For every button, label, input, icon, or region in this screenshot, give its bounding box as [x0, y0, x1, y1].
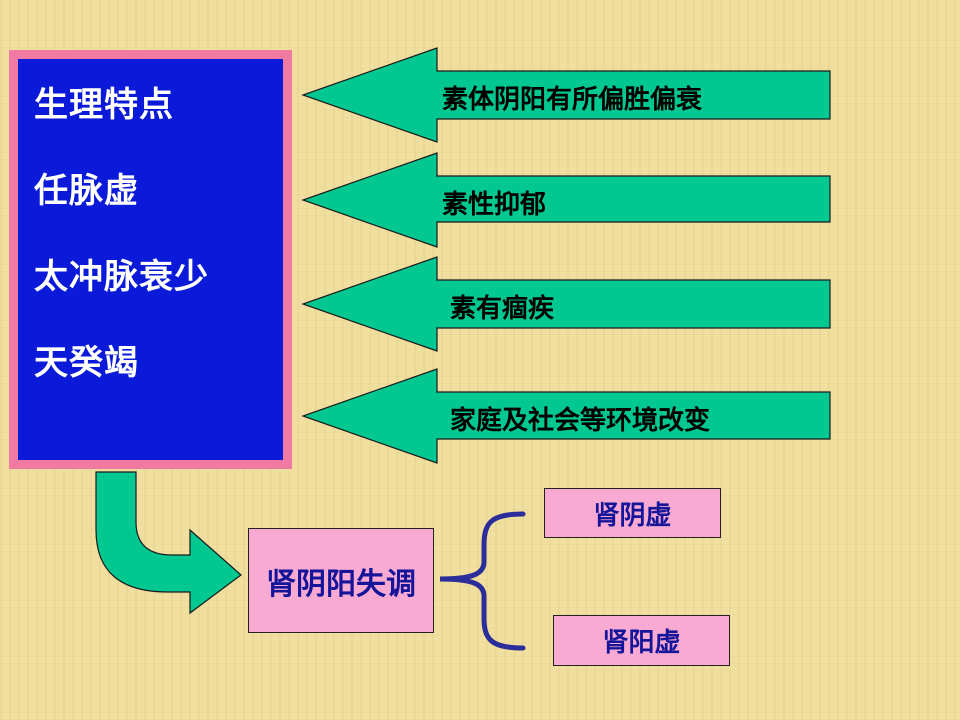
- kidney-yang-deficiency-box: 肾阳虚: [553, 615, 730, 666]
- arrow-3: [301, 256, 831, 352]
- arrow-2: [301, 152, 831, 248]
- curved-arrow: [95, 471, 242, 615]
- arrow-1-label: 素体阴阳有所偏胜偏衰: [442, 85, 703, 115]
- kidney-yin-deficiency-box: 肾阴虚: [544, 488, 721, 538]
- brace: [439, 511, 526, 651]
- physiology-line-1: 任脉虚: [34, 171, 139, 211]
- arrow-3-label: 素有痼疾: [450, 294, 555, 324]
- arrow-2-label: 素性抑郁: [442, 190, 547, 220]
- physiology-line-2: 太冲脉衰少: [34, 257, 209, 297]
- arrow-4: [301, 368, 831, 464]
- arrow-4-label: 家庭及社会等环境改变: [450, 406, 711, 436]
- arrow-1: [301, 47, 831, 143]
- physiology-box: 生理特点 任脉虚 太冲脉衰少 天癸竭: [9, 50, 292, 469]
- physiology-line-3: 天癸竭: [34, 343, 139, 383]
- physiology-title: 生理特点: [34, 85, 174, 125]
- kidney-yin-yang-imbalance-box: 肾阴阳失调: [248, 528, 434, 633]
